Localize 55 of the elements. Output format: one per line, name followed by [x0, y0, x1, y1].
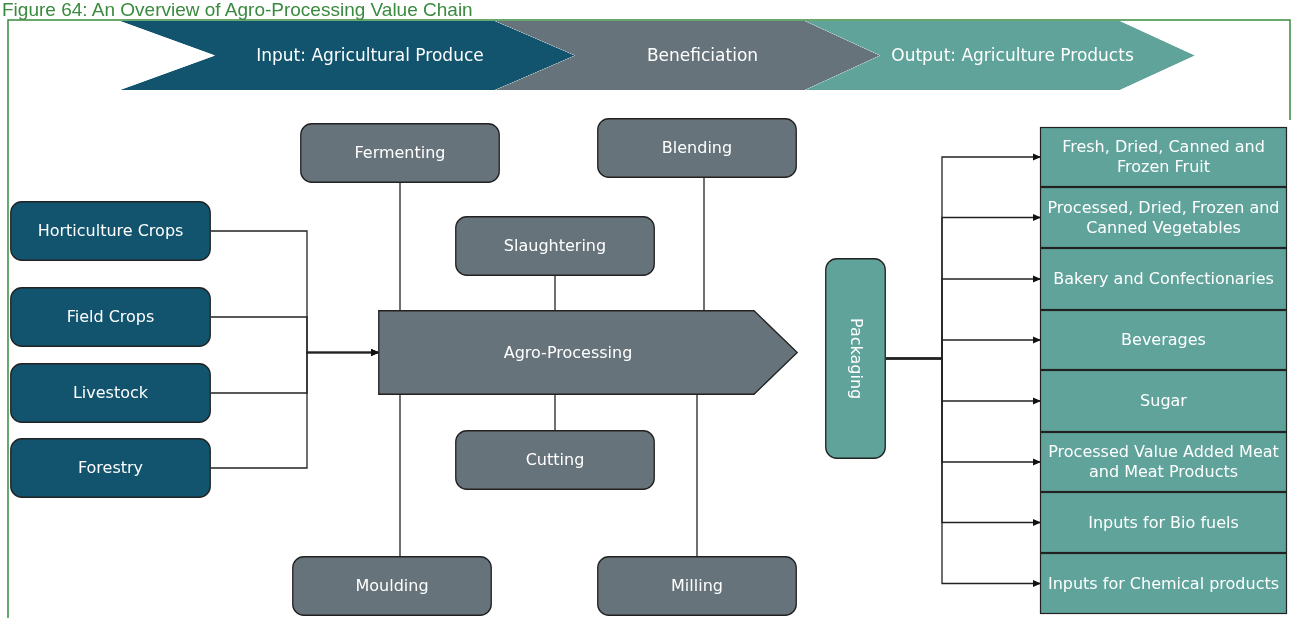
process-box: [597, 118, 797, 178]
connector-line: [399, 394, 401, 557]
process-box: [455, 216, 655, 276]
node-label: Cutting: [525, 450, 585, 470]
node-label: Beverages: [1121, 330, 1206, 350]
arrow: [210, 349, 379, 469]
process-box: [597, 556, 797, 616]
node-label: Milling: [671, 576, 723, 596]
process-box: [292, 556, 492, 616]
node-label: Input: Agricultural Produce: [256, 44, 484, 67]
input-box: [10, 287, 211, 347]
node-label: Moulding: [355, 576, 429, 596]
input-box: [10, 438, 211, 498]
product-box: [1040, 370, 1287, 432]
node-label: Fresh, Dried, Canned and Frozen Fruit: [1061, 137, 1266, 177]
process-arrow-shape: [378, 310, 798, 395]
product-box: [1040, 492, 1287, 553]
node-label: Processed Value Added Meat and Meat Products: [1047, 442, 1280, 482]
product-box: [1040, 127, 1287, 187]
input-box: [10, 363, 211, 423]
stage-band: [805, 21, 1195, 90]
node-label: Slaughtering: [503, 236, 607, 256]
node-label: Fermenting: [354, 143, 446, 163]
stage-band: [495, 21, 880, 90]
node-label: Forestry: [77, 458, 144, 478]
node-label: Inputs for Chemical products: [1047, 573, 1280, 594]
product-box: [1040, 187, 1287, 248]
node-label: Packaging: [845, 317, 866, 400]
node-label: Inputs for Bio fuels: [1088, 512, 1239, 533]
input-box: [10, 201, 211, 261]
connector-line: [399, 182, 401, 311]
product-box: [1040, 248, 1287, 310]
arrow: [885, 357, 1041, 587]
stage-band: [120, 21, 575, 90]
connector-line: [554, 275, 556, 311]
node-label: Agro-Processing: [503, 342, 633, 363]
process-box: [300, 123, 500, 183]
node-label: Output: Agriculture Products: [891, 44, 1134, 67]
node-label: Blending: [661, 138, 733, 158]
packaging-box: [825, 258, 886, 459]
node-label: Bakery and Confectionaries: [1053, 269, 1274, 289]
node-label: Livestock: [72, 383, 149, 403]
process-box: [455, 430, 655, 490]
node-label: Processed, Dried, Frozen and Canned Vegetables: [1046, 197, 1281, 238]
node-label: Field Crops: [66, 307, 155, 327]
node-label: Sugar: [1140, 391, 1187, 411]
product-box: [1040, 553, 1287, 614]
figure-title: Figure 64: An Overview of Agro-Processing Value Chain: [2, 0, 473, 21]
product-box: [1040, 310, 1287, 370]
node-label: Beneficiation: [646, 44, 759, 67]
connector-line: [554, 394, 556, 431]
product-box: [1040, 432, 1287, 492]
node-label: Horticulture Crops: [37, 221, 184, 241]
connector-line: [703, 177, 705, 311]
connector-line: [696, 394, 698, 557]
